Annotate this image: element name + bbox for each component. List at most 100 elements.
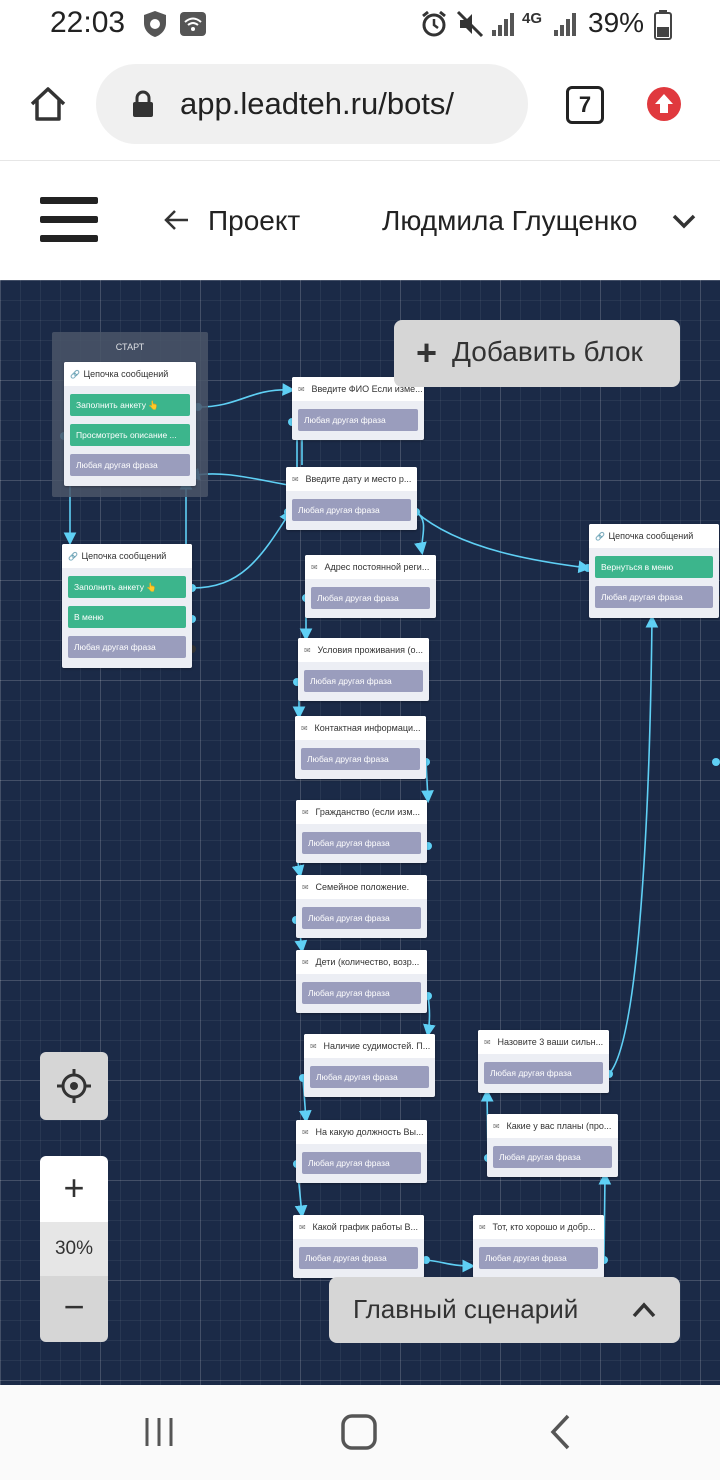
block-title: ✉ Семейное положение.: [296, 875, 427, 899]
back-arrow-icon[interactable]: [164, 209, 190, 231]
block-q4[interactable]: ✉ Условия проживания (о...Любая другая ф…: [298, 638, 429, 701]
center-view-button[interactable]: [40, 1052, 108, 1120]
block-title-text: Какие у вас планы (про...: [504, 1121, 612, 1131]
block-title: ✉ Контактная информаци...: [295, 716, 426, 740]
block-fallback-option[interactable]: Любая другая фраза: [310, 1066, 429, 1088]
block-fallback-option[interactable]: Любая другая фраза: [302, 982, 421, 1004]
link-icon: 🔗: [595, 532, 605, 541]
block-q5[interactable]: ✉ Контактная информаци... Любая другая фр…: [295, 716, 426, 779]
block-q13[interactable]: ✉ Какие у вас планы (про... Любая другая …: [487, 1114, 618, 1177]
block-q10[interactable]: ✉ На какую должность Вы... Любая другая ф…: [296, 1120, 427, 1183]
block-title: ✉ Дети (количество, возр...: [296, 950, 427, 974]
add-block-button[interactable]: + Добавить блок: [394, 320, 680, 387]
block-q14[interactable]: ✉ Назовите 3 ваши сильн... Любая другая ф…: [478, 1030, 609, 1093]
block-title: ✉ Гражданство (если изм...: [296, 800, 427, 824]
block-fallback-option[interactable]: Любая другая фраза: [292, 499, 411, 521]
block-fallback-option[interactable]: Любая другая фраза: [484, 1062, 603, 1084]
connector-port[interactable]: [712, 758, 720, 766]
block-title: ✉ На какую должность Вы...: [296, 1120, 427, 1144]
block-title-text: Адрес постоянной реги...: [322, 562, 430, 572]
block-q12[interactable]: ✉ Тот, кто хорошо и добр...Любая другая …: [473, 1215, 604, 1278]
block-fallback-option[interactable]: Любая другая фраза: [479, 1247, 598, 1269]
home-icon[interactable]: [28, 84, 68, 124]
block-fallback-option[interactable]: Любая другая фраза: [299, 1247, 418, 1269]
block-q8[interactable]: ✉ Дети (количество, возр... Любая другая …: [296, 950, 427, 1013]
browser-toolbar: app.leadteh.ru/bots/ 7: [0, 48, 720, 160]
wifi-status-icon: [180, 12, 206, 36]
block-q11[interactable]: ✉ Какой график работы В...Любая другая ф…: [293, 1215, 424, 1278]
block-answer-button[interactable]: Вернуться в меню: [595, 556, 713, 578]
block-answer-button[interactable]: Заполнить анкету 👆: [68, 576, 186, 598]
block-fallback-option[interactable]: Любая другая фраза: [304, 670, 423, 692]
back-to-project-link[interactable]: Проект: [208, 205, 301, 236]
block-fallback-option[interactable]: Любая другая фраза: [68, 636, 186, 658]
block-fallback-option[interactable]: Любая другая фраза: [302, 1152, 421, 1174]
envelope-icon: ✉: [302, 883, 309, 892]
connector-15: [423, 995, 436, 1038]
recent-apps-icon[interactable]: [142, 1415, 176, 1449]
scenario-label: Главный сценарий: [353, 1294, 579, 1324]
url-bar[interactable]: app.leadteh.ru/bots/: [96, 64, 528, 144]
block-fallback-option[interactable]: Любая другая фраза: [70, 454, 190, 476]
mute-icon: [456, 10, 484, 38]
block-q7[interactable]: ✉ Семейное положение. Любая другая фраза: [296, 875, 427, 938]
block-title-text: Введите ФИО Если изме...: [309, 384, 423, 394]
block-fallback-option[interactable]: Любая другая фраза: [493, 1146, 612, 1168]
status-bar: 22:03 4G 39%: [0, 0, 720, 48]
block-fallback-option[interactable]: Любая другая фраза: [302, 832, 421, 854]
system-nav-bar: [0, 1385, 720, 1480]
zoom-out-button[interactable]: −: [40, 1276, 108, 1342]
battery-percent: 39%: [588, 7, 645, 38]
envelope-icon: ✉: [302, 958, 309, 967]
connector-port[interactable]: [422, 1256, 430, 1264]
envelope-icon: ✉: [310, 1042, 317, 1051]
envelope-icon: ✉: [298, 385, 305, 394]
block-q3[interactable]: ✉ Адрес постоянной реги...Любая другая ф…: [305, 555, 436, 618]
block-fallback-option[interactable]: Любая другая фраза: [298, 409, 418, 431]
block-q2[interactable]: ✉ Введите дату и место р...Любая другая …: [286, 467, 417, 530]
block-q6[interactable]: ✉ Гражданство (если изм... Любая другая ф…: [296, 800, 427, 863]
block-fallback-option[interactable]: Любая другая фраза: [595, 586, 713, 608]
block-title-text: Наличие судимостей. П...: [321, 1041, 431, 1051]
block-title-text: Назовите 3 ваши сильн...: [495, 1037, 604, 1047]
block-fallback-option[interactable]: Любая другая фраза: [301, 748, 420, 770]
battery-icon: [654, 10, 672, 40]
envelope-icon: ✉: [479, 1223, 486, 1232]
block-answer-button[interactable]: Просмотреть описание ...: [70, 424, 190, 446]
home-nav-icon[interactable]: [340, 1413, 378, 1451]
user-name[interactable]: Людмила Глущенко: [382, 205, 638, 236]
block-title-text: Введите дату и место р...: [303, 474, 412, 484]
envelope-icon: ✉: [302, 1128, 309, 1137]
connector-9: [415, 511, 592, 574]
block-title: ✉ Какие у вас планы (про...: [487, 1114, 618, 1138]
record-upload-icon[interactable]: [646, 86, 682, 122]
block-q9[interactable]: ✉ Наличие судимостей. П... Любая другая ф…: [304, 1034, 435, 1097]
block-answer-button[interactable]: Заполнить анкету 👆: [70, 394, 190, 416]
connector-2: [191, 509, 292, 589]
chevron-up-icon: [632, 1302, 656, 1318]
chevron-down-icon[interactable]: [672, 213, 696, 229]
zoom-in-button[interactable]: +: [40, 1156, 108, 1222]
back-nav-icon[interactable]: [548, 1413, 574, 1451]
block-title-text: Какой график работы В...: [310, 1222, 419, 1232]
crosshair-icon: [57, 1069, 91, 1103]
connector-19: [598, 1171, 612, 1261]
scenario-selector[interactable]: Главный сценарий: [329, 1277, 680, 1343]
block-title-text: Гражданство (если изм...: [313, 807, 421, 817]
block-title-text: Условия проживания (о...: [315, 645, 424, 655]
menu-hamburger-icon[interactable]: [40, 197, 98, 249]
block-title-text: Цепочка сообщений: [79, 551, 167, 561]
tab-switcher-button[interactable]: 7: [566, 86, 604, 124]
block-fallback-option[interactable]: Любая другая фраза: [311, 587, 430, 609]
block-fallback-option[interactable]: Любая другая фраза: [302, 907, 421, 929]
block-title-text: Цепочка сообщений: [81, 369, 169, 379]
block-title: ✉ Назовите 3 ваши сильн...: [478, 1030, 609, 1054]
start-label: СТАРТ: [115, 342, 145, 352]
block-title: 🔗 Цепочка сообщений: [589, 524, 719, 548]
envelope-icon: ✉: [493, 1122, 500, 1131]
block-answer-button[interactable]: В меню: [68, 606, 186, 628]
